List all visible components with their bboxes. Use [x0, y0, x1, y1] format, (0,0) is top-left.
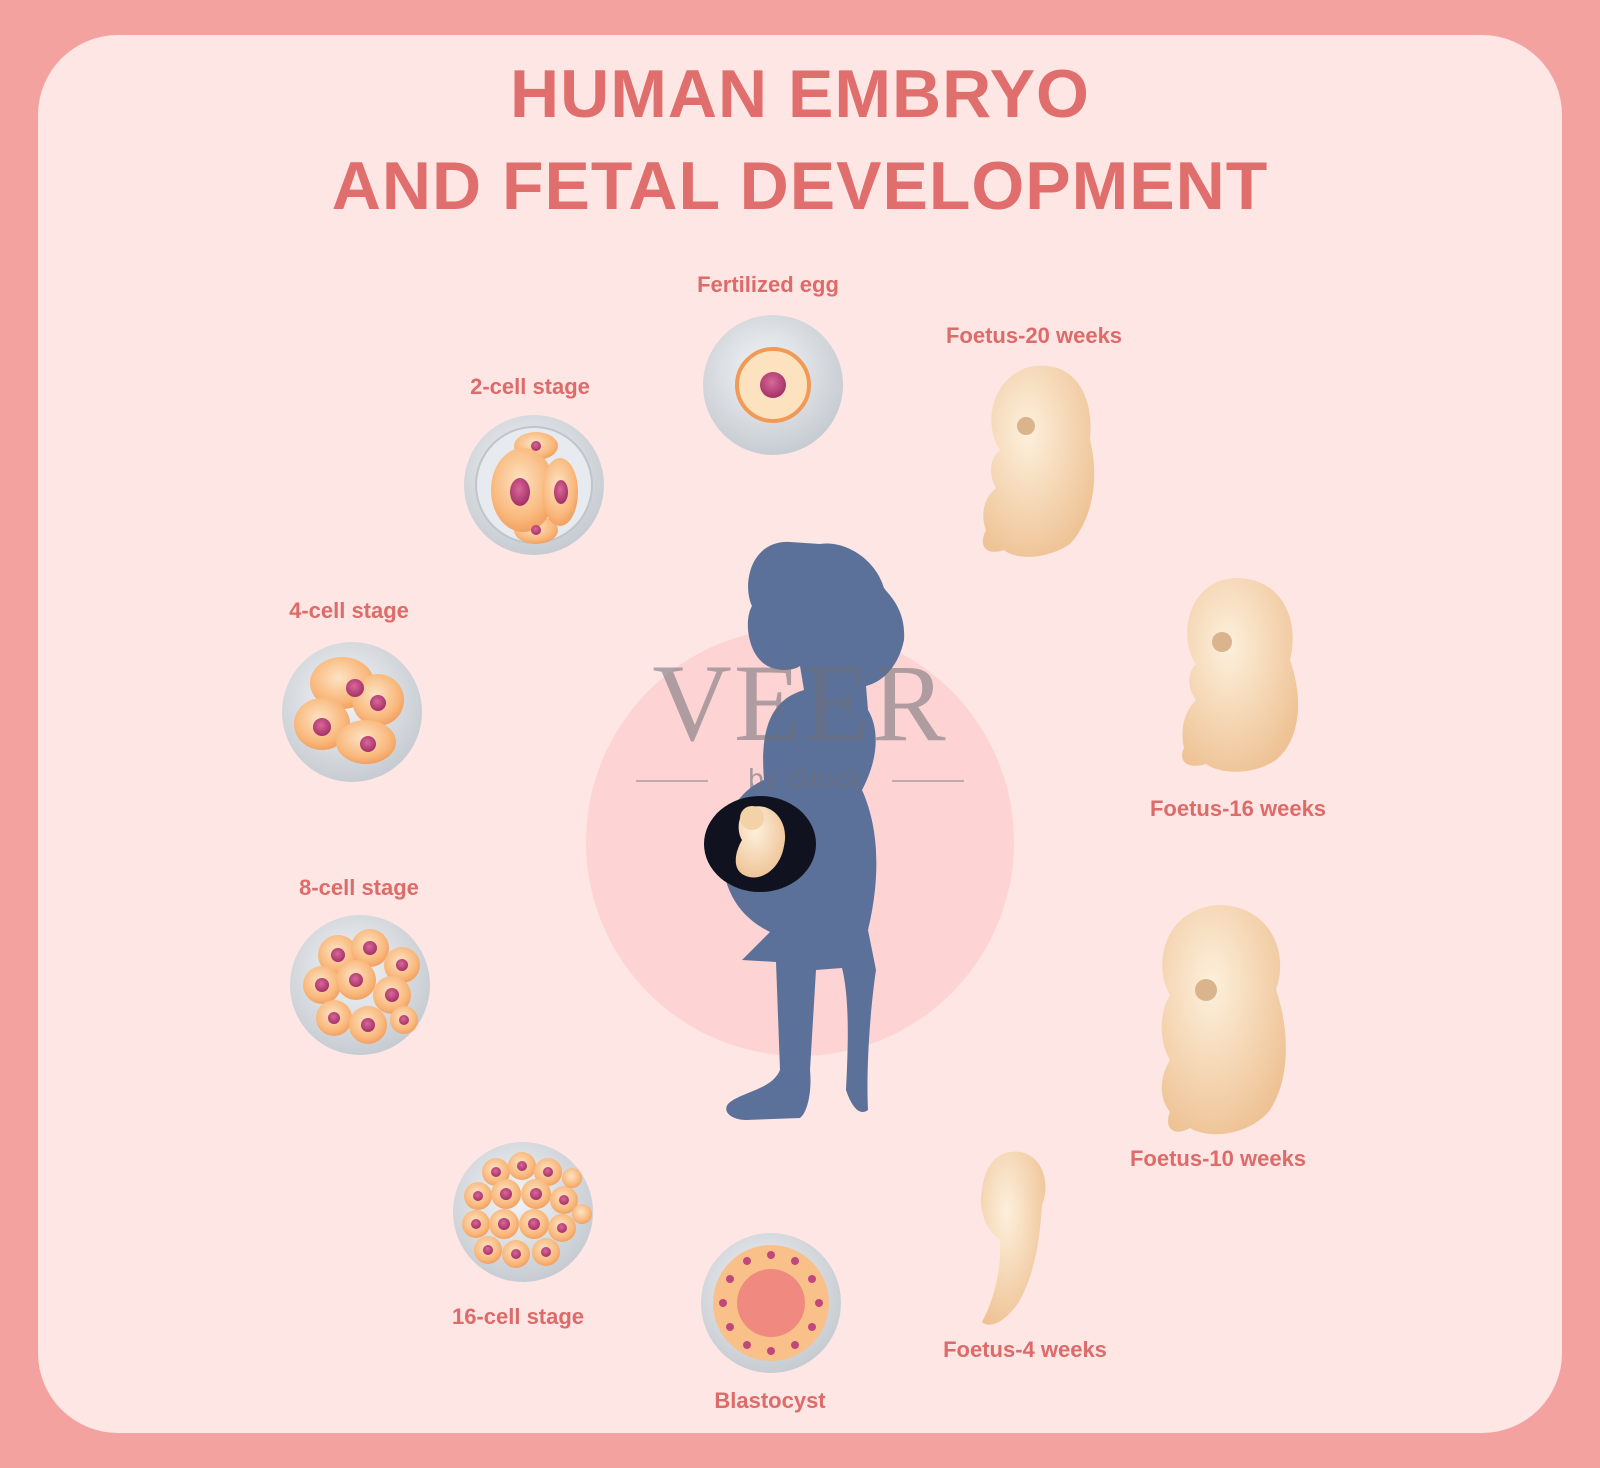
- label-4-cell-stage: 4-cell stage: [289, 598, 409, 623]
- watermark-subtext: by iStock: [748, 763, 862, 794]
- label-foetus-4-weeks: Foetus-4 weeks: [943, 1337, 1107, 1362]
- watermark-logo: VEER: [652, 642, 948, 764]
- watermark-rule-left: [636, 780, 708, 782]
- label-fertilized-egg: Fertilized egg: [697, 272, 839, 297]
- womb-fetus: [704, 796, 816, 892]
- foetus-16-weeks-art: [1182, 578, 1299, 772]
- four-cell-art: [282, 642, 422, 782]
- label-foetus-16-weeks: Foetus-16 weeks: [1149, 796, 1327, 821]
- eight-cell-art: [290, 915, 430, 1055]
- sixteen-cell-art: [453, 1142, 593, 1282]
- label-foetus-20-weeks: Foetus-20 weeks: [945, 323, 1123, 348]
- blastocyst-art: [701, 1233, 841, 1373]
- foetus-20-weeks-art: [982, 365, 1095, 557]
- title-line-2: AND FETAL DEVELOPMENT: [331, 148, 1269, 224]
- label-foetus-10-weeks: Foetus-10 weeks: [1129, 1146, 1307, 1171]
- title-line-1: HUMAN EMBRYO: [510, 56, 1090, 132]
- label-16-cell-stage: 16-cell stage: [451, 1304, 585, 1329]
- fertilized-egg-art: [703, 315, 843, 455]
- foetus-10-weeks-art: [1161, 905, 1286, 1135]
- label-blastocyst: Blastocyst: [714, 1388, 826, 1413]
- foetus-4-weeks-art: [980, 1151, 1046, 1325]
- label-2-cell-stage: 2-cell stage: [470, 374, 590, 399]
- two-cell-art: [464, 415, 604, 555]
- label-8-cell-stage: 8-cell stage: [299, 875, 419, 900]
- watermark-rule-right: [892, 780, 964, 782]
